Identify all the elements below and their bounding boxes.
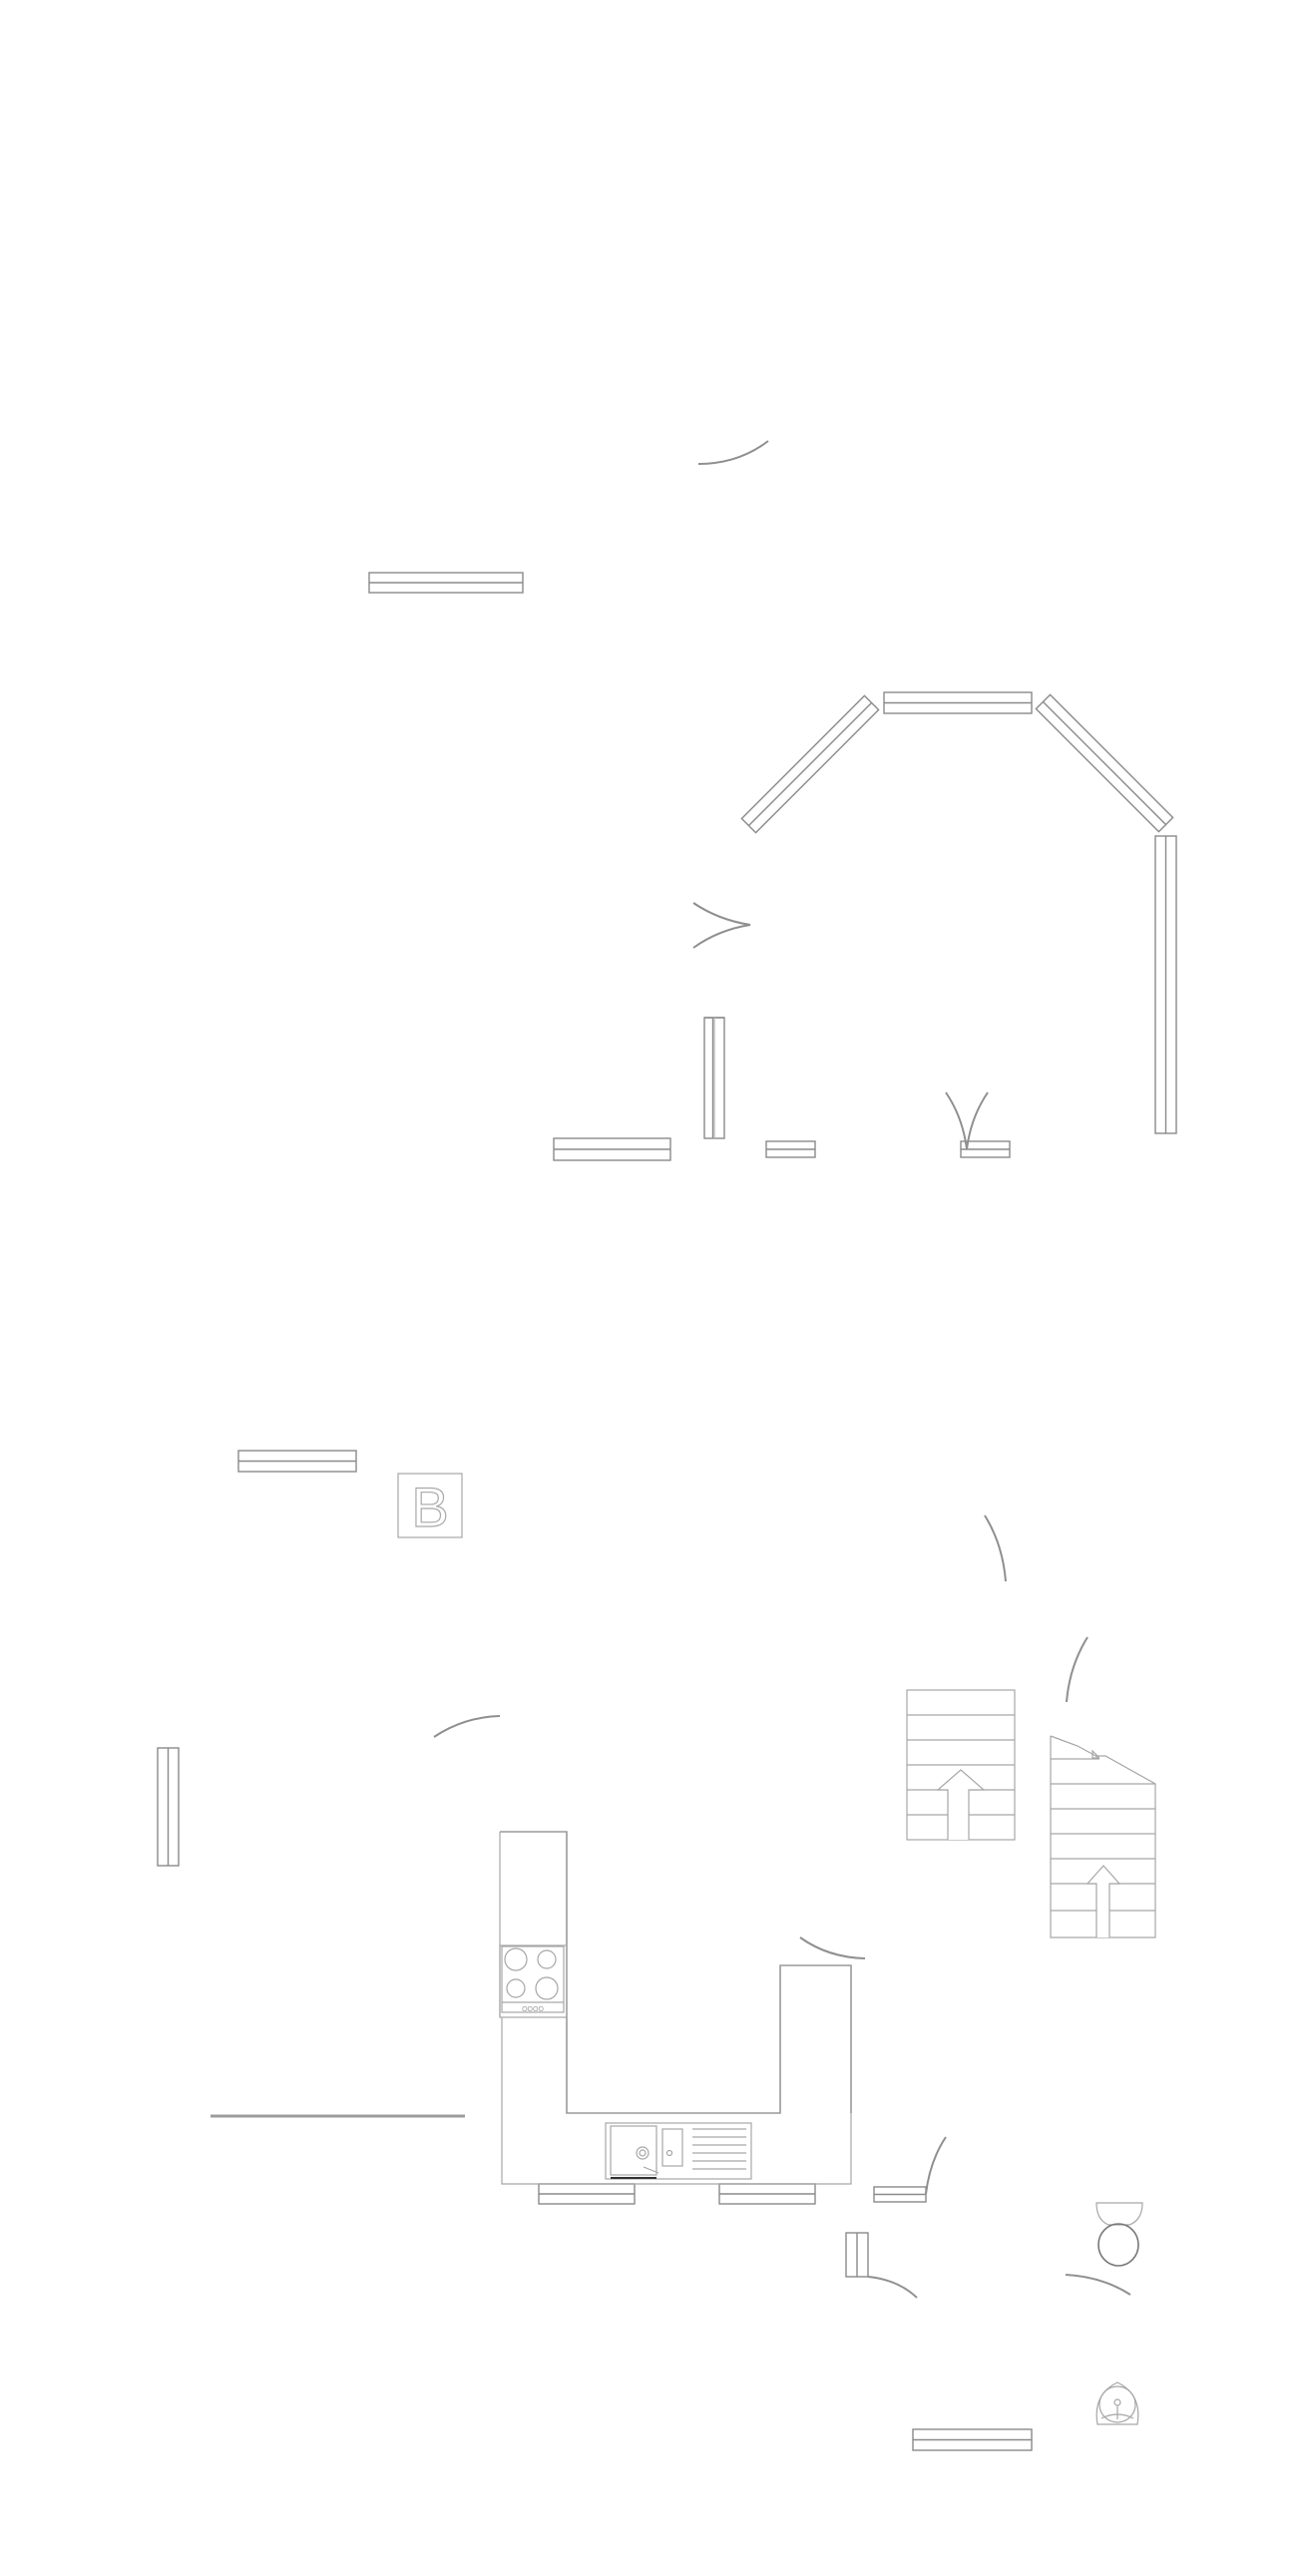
door-swing-right-upper (984, 1514, 1007, 1582)
kitchen-counter (499, 1831, 852, 2185)
washbasin (1095, 2381, 1139, 2425)
double-door-swing-bottom (945, 1091, 989, 1150)
window-west-vertical (157, 1747, 180, 1867)
sink (605, 2122, 752, 2180)
window-small-mid (765, 1140, 816, 1158)
double-door-swing-left (692, 902, 751, 949)
door-swing-top (697, 440, 769, 465)
window-bath-small (873, 2186, 927, 2203)
window-kitchen-left (538, 2183, 636, 2205)
window-bay-center (883, 691, 1033, 714)
door-swing-bath-upper (925, 2136, 947, 2195)
window-kitchen-right (718, 2183, 816, 2205)
room-sign-letter: B (411, 1476, 448, 1538)
room-sign: B (397, 1473, 463, 1539)
window-bay-right (1035, 693, 1174, 833)
window-lower-left (553, 1137, 671, 1161)
window-bath-vertical (845, 2232, 869, 2278)
toilet (1095, 2202, 1143, 2267)
hob: OOOO (501, 1945, 565, 2013)
window-small-right (960, 1140, 1011, 1158)
window-bay-left (740, 694, 880, 834)
door-swing-bath-left (867, 2276, 918, 2299)
window-east-wall (1154, 835, 1177, 1134)
door-swing-kitchen (799, 1936, 866, 1959)
staircase-left (906, 1689, 1016, 1841)
window-top-left (368, 572, 524, 594)
door-swing-west (433, 1715, 501, 1738)
window-hall-vertical (703, 1017, 725, 1139)
window-bottom (912, 2428, 1033, 2451)
staircase-right (1050, 1735, 1156, 1938)
hob-knobs: OOOO (522, 2006, 544, 2013)
door-swing-bath-right (1065, 2274, 1131, 2296)
door-swing-right-lower (1066, 1636, 1088, 1703)
window-west-upper (237, 1450, 357, 1473)
